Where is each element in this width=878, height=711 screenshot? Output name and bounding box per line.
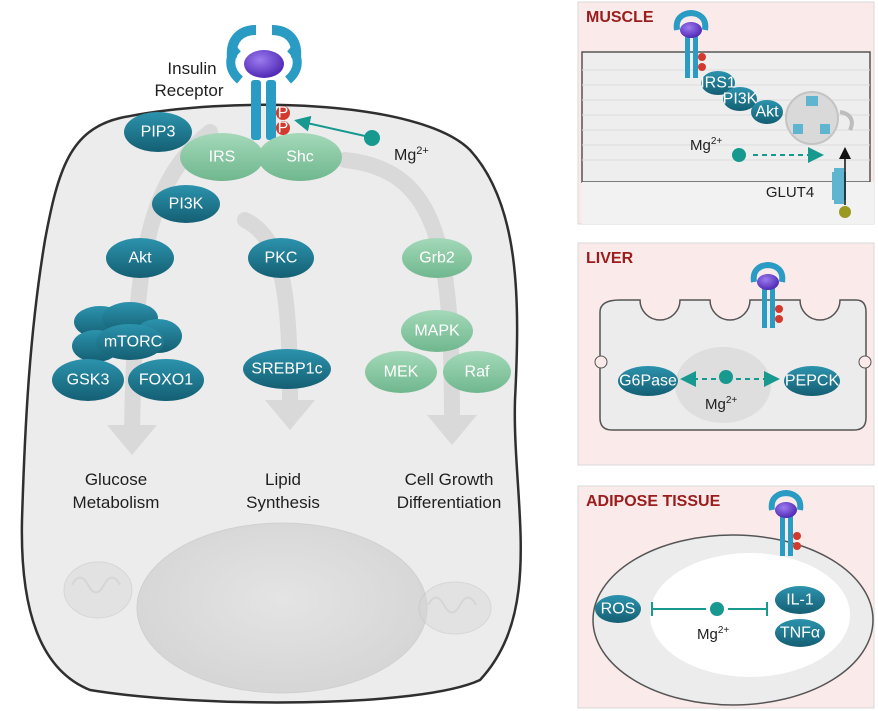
liver-pepck-label: PEPCK bbox=[785, 373, 840, 390]
outcome-lipid-line1: Lipid bbox=[265, 470, 301, 489]
node-raf-label: Raf bbox=[465, 364, 490, 381]
mg-ion-liver bbox=[719, 370, 733, 384]
node-akt: Akt bbox=[106, 238, 174, 278]
outcome-glucose-line2: Metabolism bbox=[73, 493, 160, 512]
mg-label-muscle: Mg2+ bbox=[690, 136, 722, 154]
liver-panel: LIVER G6Pase PEPCK Mg2+ bbox=[577, 242, 875, 466]
lipid-droplet bbox=[650, 553, 850, 677]
mitochondrion-left bbox=[63, 561, 133, 619]
adipose-node-il1: IL-1 bbox=[775, 586, 825, 614]
node-mtorc-complex: mTORC bbox=[72, 302, 182, 362]
adipose-receptor bbox=[768, 490, 804, 556]
muscle-node-irs1: IRS1 bbox=[700, 71, 736, 95]
node-irs: IRS bbox=[180, 133, 264, 181]
lipid-arrow-head bbox=[265, 400, 315, 430]
outcome-growth-line2: Differentiation bbox=[397, 493, 502, 512]
node-foxo1-label: FOXO1 bbox=[139, 372, 193, 389]
mg-ion-muscle bbox=[732, 148, 746, 162]
phospho-group-main: P P bbox=[276, 105, 290, 137]
node-grb2: Grb2 bbox=[402, 238, 472, 278]
node-srebp1c: SREBP1c bbox=[243, 349, 331, 389]
liver-node-pepck: PEPCK bbox=[784, 366, 840, 396]
node-pi3k: PI3K bbox=[152, 185, 220, 223]
node-mapk-label: MAPK bbox=[414, 323, 460, 340]
adipose-tnfa-label: TNFα bbox=[780, 625, 820, 642]
growth-arrow-head bbox=[427, 415, 477, 445]
node-akt-label: Akt bbox=[128, 250, 152, 267]
receptor-label-line1: Insulin bbox=[167, 59, 216, 78]
mg-label-liver: Mg2+ bbox=[705, 395, 737, 413]
receptor-label-line2: Receptor bbox=[155, 81, 224, 100]
adipose-ros-label: ROS bbox=[601, 601, 636, 618]
muscle-node-akt: Akt bbox=[751, 100, 783, 124]
muscle-panel: MUSCLE IRS1 PI3K Akt bbox=[577, 1, 875, 225]
node-shc-label: Shc bbox=[286, 149, 314, 166]
node-mek: MEK bbox=[365, 351, 437, 393]
node-foxo1: FOXO1 bbox=[128, 359, 204, 401]
glut4-vesicle bbox=[785, 91, 854, 145]
node-pip3: PIP3 bbox=[124, 112, 192, 152]
phospho-label-2: P bbox=[278, 120, 289, 137]
node-irs-label: IRS bbox=[209, 149, 236, 166]
muscle-node-pi3k: PI3K bbox=[723, 87, 758, 111]
glut4-label: GLUT4 bbox=[766, 184, 814, 201]
liver-receptor bbox=[750, 262, 786, 328]
muscle-pi3k-label: PI3K bbox=[723, 91, 758, 108]
insulin-ligand bbox=[244, 50, 284, 78]
node-shc: Shc bbox=[258, 133, 342, 181]
glucose-arrow-head bbox=[107, 425, 157, 455]
phospho-label-1: P bbox=[278, 105, 289, 122]
node-mapk: MAPK bbox=[401, 310, 473, 352]
muscle-title: MUSCLE bbox=[586, 9, 654, 26]
mg-label-main: Mg2+ bbox=[394, 145, 429, 164]
mg-label-adipose: Mg2+ bbox=[697, 625, 729, 643]
mg-ion-main bbox=[364, 130, 380, 146]
adipose-node-tnfa: TNFα bbox=[775, 619, 825, 647]
node-mtorc-label: mTORC bbox=[104, 334, 162, 351]
adipose-il1-label: IL-1 bbox=[786, 592, 814, 609]
node-pkc-label: PKC bbox=[265, 250, 298, 267]
mg-inhibits-ros bbox=[651, 602, 706, 616]
adipose-title: ADIPOSE TISSUE bbox=[586, 493, 721, 510]
liver-nucleus bbox=[675, 347, 771, 423]
node-pip3-label: PIP3 bbox=[141, 124, 176, 141]
glut4-transporter bbox=[832, 168, 846, 204]
outcome-glucose-line1: Glucose bbox=[85, 470, 147, 489]
insulin-receptor bbox=[226, 25, 302, 140]
muscle-receptor bbox=[673, 10, 709, 78]
main-cell: P P Insulin Receptor Mg2+ IRS Shc PIP3 P… bbox=[20, 25, 522, 704]
liver-title: LIVER bbox=[586, 250, 634, 267]
glucose-molecule bbox=[839, 206, 851, 218]
liver-g6pase-label: G6Pase bbox=[619, 373, 677, 390]
node-gsk3: GSK3 bbox=[52, 359, 124, 401]
mg-inhibits-cytokines bbox=[728, 602, 768, 616]
adipose-panel: ADIPOSE TISSUE ROS IL-1 TNFα bbox=[577, 485, 875, 709]
muscle-irs1-label: IRS1 bbox=[700, 75, 736, 92]
growth-arrow-shaft bbox=[337, 152, 460, 428]
mg-ion-adipose bbox=[710, 602, 724, 616]
node-gsk3-label: GSK3 bbox=[67, 372, 110, 389]
muscle-akt-label: Akt bbox=[755, 104, 779, 121]
outcome-lipid-line2: Synthesis bbox=[246, 493, 320, 512]
node-pi3k-label: PI3K bbox=[169, 196, 204, 213]
nucleus bbox=[136, 522, 428, 694]
node-raf: Raf bbox=[443, 351, 511, 393]
liver-node-g6pase: G6Pase bbox=[618, 366, 678, 396]
node-mek-label: MEK bbox=[384, 364, 419, 381]
node-pkc: PKC bbox=[248, 238, 314, 278]
outcome-growth-line1: Cell Growth bbox=[405, 470, 494, 489]
node-srebp1c-label: SREBP1c bbox=[251, 361, 322, 378]
adipose-node-ros: ROS bbox=[595, 595, 641, 623]
mg-to-receptor-arrow bbox=[294, 115, 366, 137]
node-grb2-label: Grb2 bbox=[419, 250, 455, 267]
mitochondrion-right bbox=[418, 581, 492, 635]
